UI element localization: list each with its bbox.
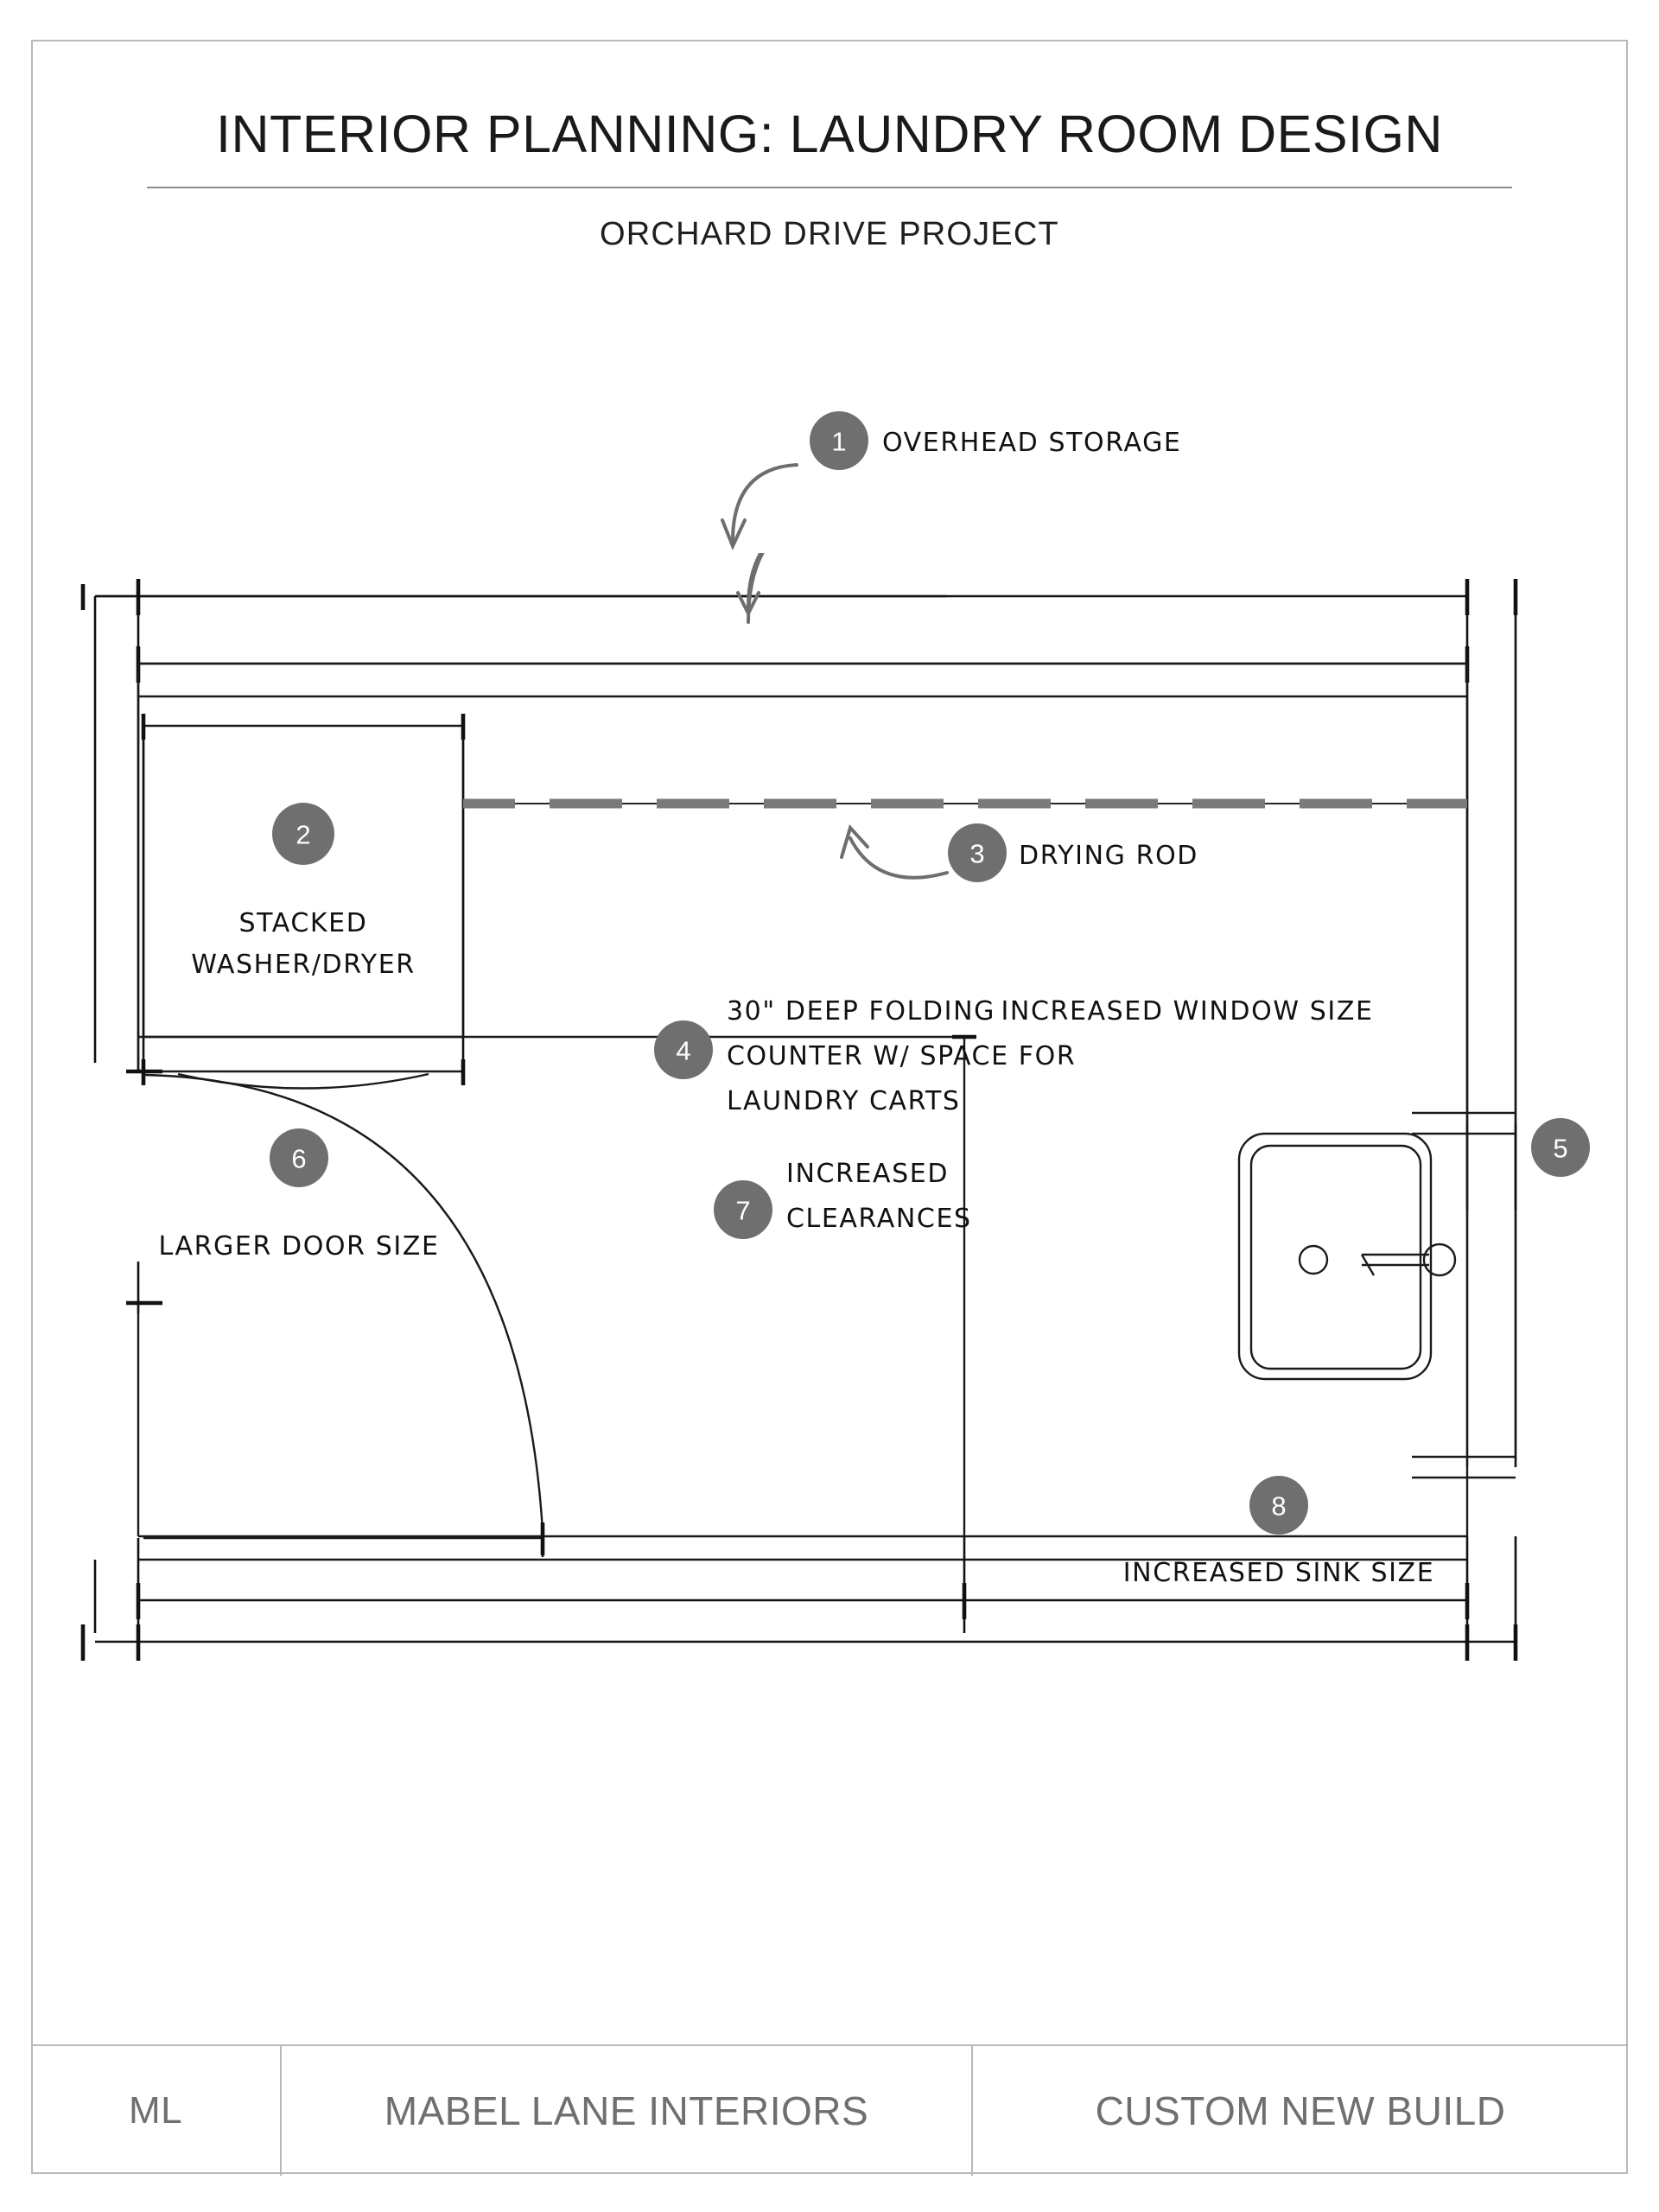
callout-8-label: INCREASED SINK SIZE <box>1123 1558 1435 1588</box>
callout-7-number: 7 <box>735 1196 750 1226</box>
door-swing <box>126 1069 545 1555</box>
window-opening <box>1412 1111 1517 1479</box>
folding-counter <box>952 1034 976 1536</box>
callout-8-number: 8 <box>1271 1491 1286 1522</box>
title-divider <box>147 187 1512 189</box>
callout-2-label-line1: STACKED <box>239 908 368 938</box>
title-block: ML MABEL LANE INTERIORS CUSTOM NEW BUILD <box>31 2044 1628 2176</box>
callout-2-label-line2: WASHER/DRYER <box>191 950 415 980</box>
callout-badge-2[interactable]: 2 <box>272 803 334 865</box>
bottom-dimension-lines <box>80 1522 1518 1661</box>
callout-4-number: 4 <box>676 1036 690 1066</box>
callout-badge-6[interactable]: 6 <box>270 1128 328 1187</box>
sink-fixture <box>1237 1132 1457 1381</box>
callout-6-label: LARGER DOOR SIZE <box>158 1231 439 1262</box>
callout-badge-1[interactable]: 1 <box>810 411 868 470</box>
callout-3-number: 3 <box>969 839 984 869</box>
washer-dryer-unit <box>138 714 964 1090</box>
callout-2-number: 2 <box>296 820 310 850</box>
callout-1-overlay: 1 OVERHEAD STORAGE <box>721 411 1182 551</box>
room-walls <box>137 662 1469 1561</box>
project-subtitle: ORCHARD DRIVE PROJECT <box>600 216 1059 253</box>
sheet-header: INTERIOR PLANNING: LAUNDRY ROOM DESIGN O… <box>31 104 1628 253</box>
callout-badge-4[interactable]: 4 <box>654 1020 713 1079</box>
floor-plan: 2 STACKED WASHER/DRYER 3 DRYING ROD 4 30… <box>31 553 1628 2005</box>
callout-badge-7[interactable]: 7 <box>714 1180 772 1239</box>
title-block-scope: CUSTOM NEW BUILD <box>1095 2088 1506 2133</box>
callout-badge-8[interactable]: 8 <box>1249 1476 1308 1535</box>
title-block-firm: MABEL LANE INTERIORS <box>282 2046 973 2176</box>
page-title: INTERIOR PLANNING: LAUNDRY ROOM DESIGN <box>216 105 1443 163</box>
callout-7-label-line1: INCREASED <box>786 1159 949 1189</box>
callout-4-label-line2: COUNTER W/ SPACE FOR <box>727 1041 1076 1071</box>
callout-badge-3[interactable]: 3 <box>948 823 1007 882</box>
callout-3-label: DRYING ROD <box>1019 841 1198 871</box>
callout-6-number: 6 <box>291 1144 306 1174</box>
sheet-border <box>31 40 1628 2174</box>
callout-1-number: 1 <box>831 427 846 457</box>
title-block-initials: ML <box>31 2046 282 2176</box>
callout-4-label-line3: LAUNDRY CARTS <box>727 1086 961 1116</box>
callout-5-number: 5 <box>1553 1134 1567 1164</box>
callout-7-label-line2: CLEARANCES <box>786 1204 972 1234</box>
callout-4-label-line1: 30" DEEP FOLDING <box>727 996 995 1027</box>
callout-1-label: OVERHEAD STORAGE <box>882 428 1182 458</box>
callout-5-label: INCREASED WINDOW SIZE <box>1001 996 1373 1027</box>
callout-badge-5[interactable]: 5 <box>1531 1118 1590 1177</box>
leader-arrows <box>736 553 949 880</box>
